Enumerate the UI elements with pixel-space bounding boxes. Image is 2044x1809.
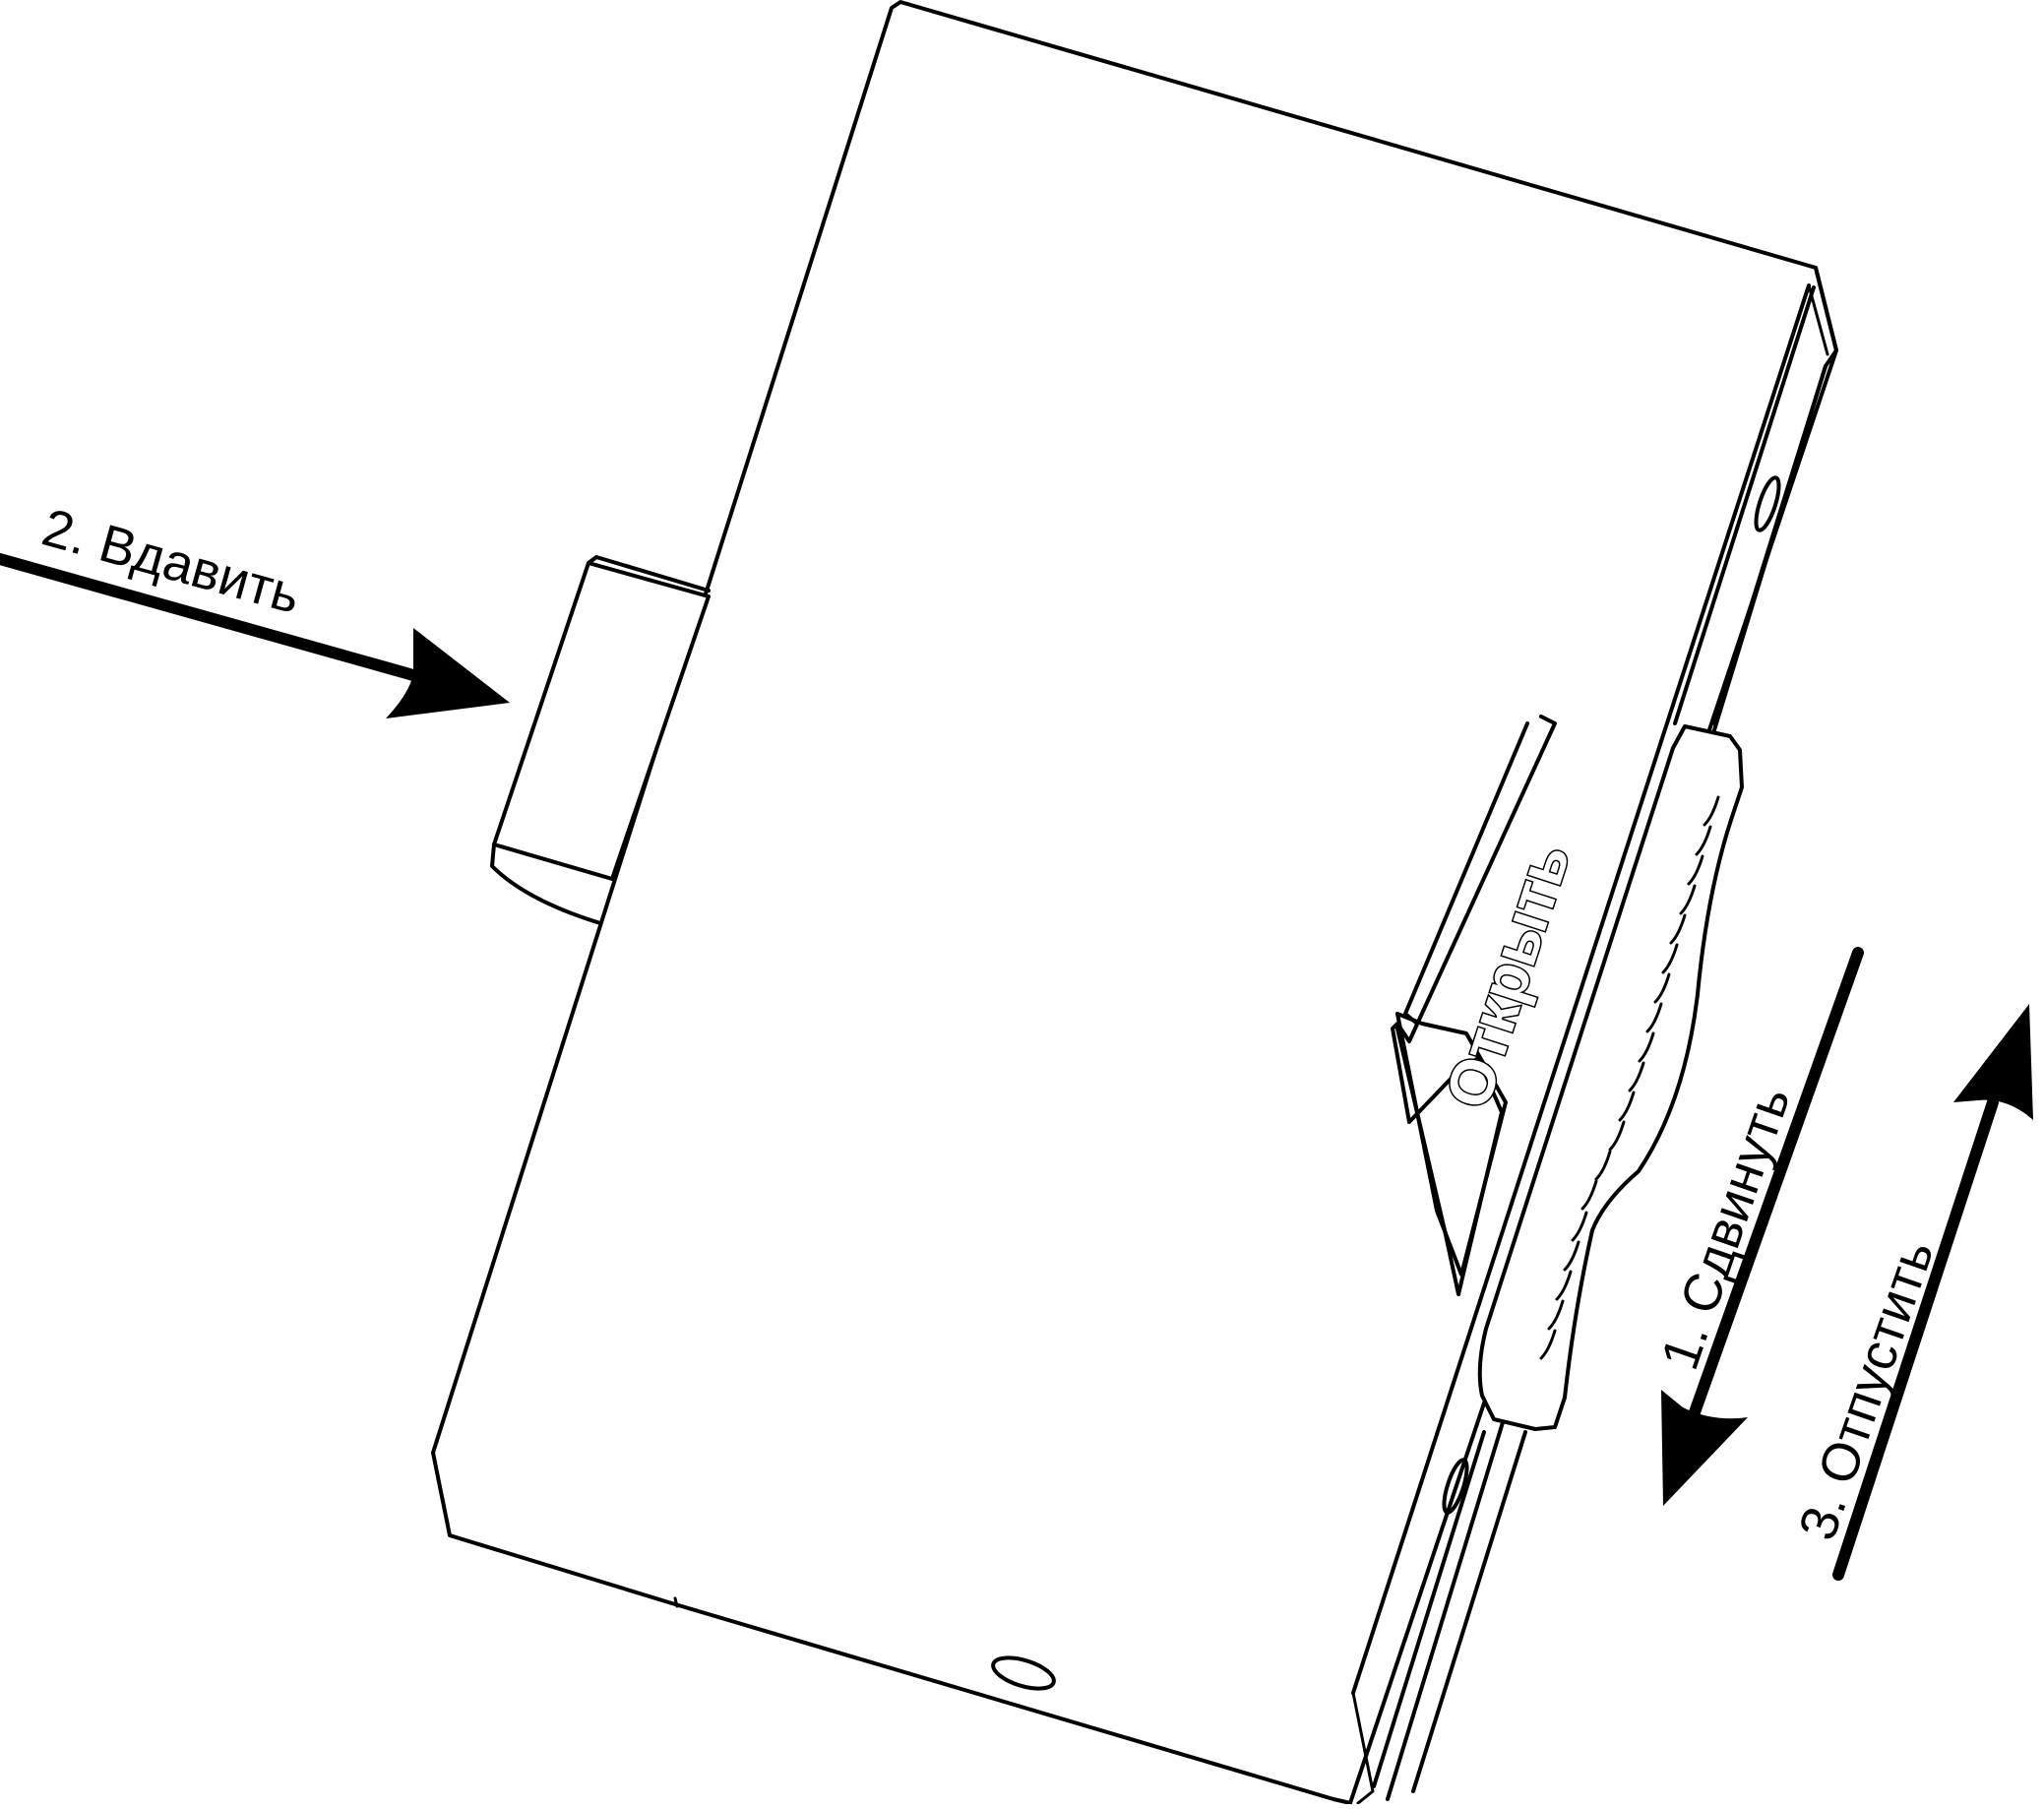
step2-arrow-head — [386, 628, 510, 718]
latch-tab-body — [492, 561, 711, 881]
housing-rail-line-3 — [1372, 1430, 1486, 1788]
latch-tab-top-edge — [587, 555, 711, 593]
slider-clip-grip-ridges — [1539, 795, 1720, 1360]
housing-rail-line-4 — [1411, 1430, 1527, 1793]
step3-arrow: 3. Отпустить — [1788, 1004, 2033, 1581]
step3-arrow-head — [1953, 1004, 2033, 1120]
latch-tab — [490, 555, 711, 925]
housing-rail-line-2 — [1673, 285, 1816, 725]
step3-arrow-shaft — [1832, 1096, 1999, 1581]
mounting-hole-right-bottom — [1442, 1458, 1469, 1515]
step1-arrow-head — [1661, 1390, 1748, 1506]
slider-clip — [1477, 724, 1744, 1431]
housing-bottom-notch — [673, 1596, 679, 1608]
housing-rail-line-1 — [1712, 364, 1827, 725]
mounting-hole-right-top — [1754, 475, 1781, 532]
step2-arrow: 2. Вдавить — [0, 498, 510, 718]
slider-clip-body — [1477, 724, 1744, 1431]
open-arrow-outline — [1391, 715, 1557, 1296]
step2-arrow-shaft — [0, 553, 419, 681]
housing-bottom-lip — [1351, 1691, 1375, 1805]
step1-arrow-shaft — [1689, 947, 1864, 1418]
mounting-hole-bottom — [991, 1655, 1056, 1691]
housing-inner-front-edge — [1351, 283, 1811, 1695]
open-arrow-head — [1395, 1012, 1508, 1277]
latch-tab-bottom-curve — [490, 842, 602, 925]
